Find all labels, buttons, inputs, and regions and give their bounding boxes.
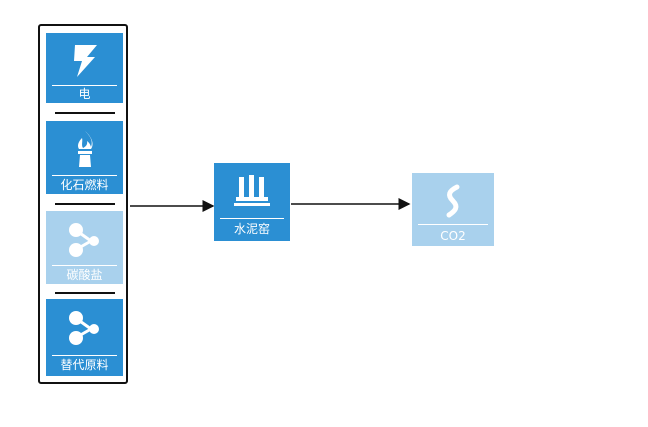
process-cement-kiln-label: 水泥窑	[233, 222, 270, 236]
input-electricity-label: 电	[78, 87, 91, 101]
input-fossil-fuel-label: 化石燃料	[60, 178, 109, 192]
input-alternative-material-label: 替代原料	[60, 358, 109, 372]
molecule-icon	[46, 219, 123, 259]
input-group-box	[38, 24, 128, 384]
input-carbonate-label: 碳酸盐	[66, 268, 103, 282]
lightning-icon	[46, 41, 123, 81]
tile-rule	[418, 224, 488, 225]
separator-line	[55, 292, 115, 294]
separator-line	[55, 112, 115, 114]
output-co2-label: CO2	[440, 229, 466, 243]
output-co2-tile: CO2	[412, 173, 494, 246]
tile-rule	[220, 218, 284, 219]
tile-rule	[52, 355, 117, 356]
input-alternative-material-tile: 替代原料	[46, 299, 123, 376]
input-carbonate-tile: 碳酸盐	[46, 211, 123, 284]
molecule-icon	[46, 307, 123, 347]
input-fossil-fuel-tile: 化石燃料	[46, 121, 123, 194]
flame-chimney-icon	[46, 129, 123, 169]
input-electricity-tile: 电	[46, 33, 123, 103]
tile-rule	[52, 175, 117, 176]
tile-rule	[52, 85, 117, 86]
factory-icon	[214, 171, 290, 211]
s-curve-icon	[412, 181, 494, 221]
tile-rule	[52, 265, 117, 266]
separator-line	[55, 203, 115, 205]
process-cement-kiln-tile: 水泥窑	[214, 163, 290, 241]
